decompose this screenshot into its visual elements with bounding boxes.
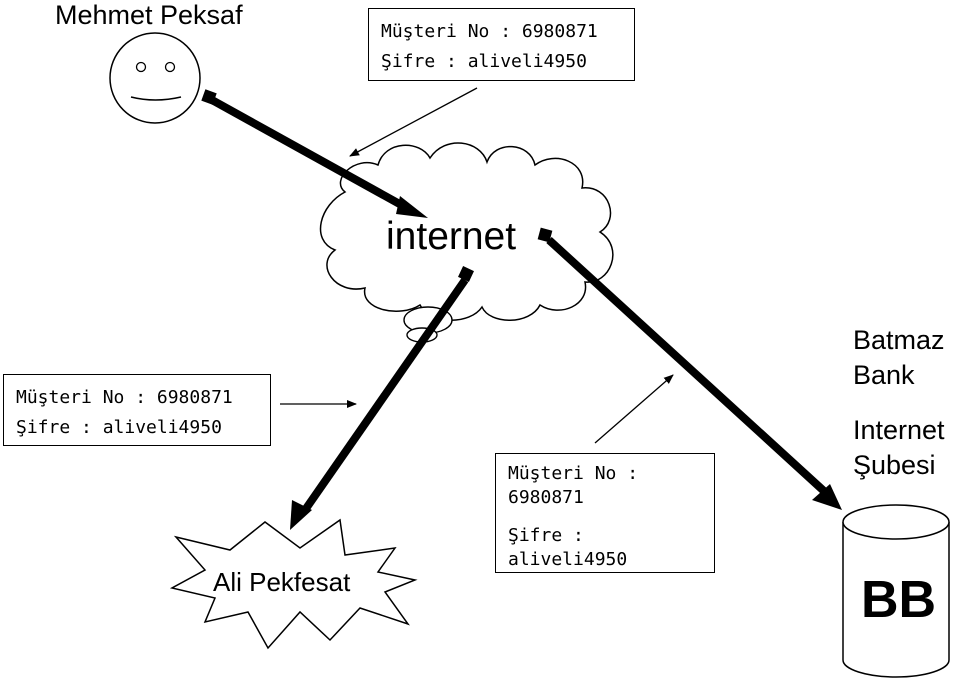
internet-label: internet	[386, 215, 517, 258]
credentials-box-top: Müşteri No : 6980871 Şifre : aliveli4950	[368, 8, 635, 81]
bank-name-line2: Bank	[853, 360, 915, 390]
pointer-bottom-box	[594, 374, 674, 444]
arrow-sender-to-internet	[201, 89, 428, 218]
customer-no-label: Müşteri No :	[508, 463, 639, 484]
bank-branch-line1: Internet	[853, 415, 945, 445]
attacker-name: Ali Pekfesat	[213, 567, 351, 597]
password-label: Şifre :	[508, 525, 584, 546]
starburst-icon	[169, 518, 418, 650]
bank-branch-line2: Şubesi	[853, 450, 936, 480]
password-text: Şifre : aliveli4950	[381, 51, 587, 72]
credentials-box-bottom: Müşteri No : 6980871 Şifre : aliveli4950	[495, 453, 715, 573]
pointer-top-box	[349, 87, 478, 157]
smiley-face-icon	[109, 32, 201, 124]
credentials-box-left: Müşteri No : 6980871 Şifre : aliveli4950	[3, 374, 271, 446]
bank-logo-text: BB	[861, 571, 937, 629]
customer-no-value: 6980871	[508, 487, 584, 508]
customer-no-text: Müşteri No : 6980871	[381, 21, 598, 42]
password-value: aliveli4950	[508, 549, 628, 570]
arrow-internet-to-bank	[537, 227, 842, 510]
bank-database-icon	[842, 504, 950, 678]
sender-name: Mehmet Peksaf	[55, 0, 243, 30]
customer-no-text: Müşteri No : 6980871	[16, 387, 233, 408]
arrow-internet-to-attacker	[290, 266, 474, 530]
bank-name-line1: Batmaz	[853, 325, 945, 355]
password-text: Şifre : aliveli4950	[16, 417, 222, 438]
